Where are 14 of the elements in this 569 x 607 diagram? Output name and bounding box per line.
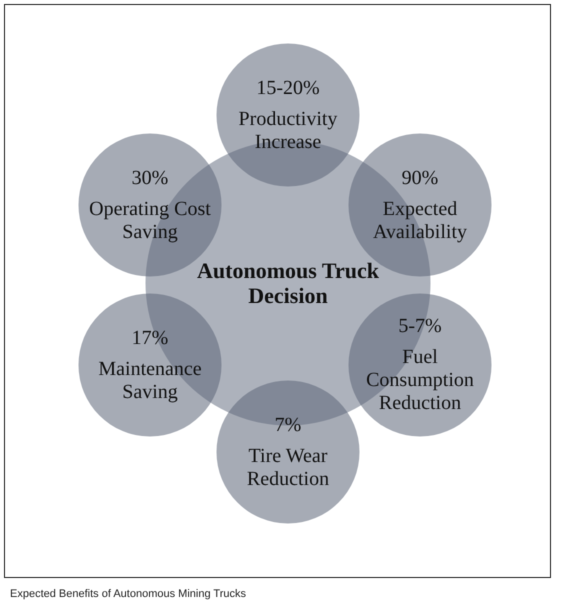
benefit-label: Productivity Increase <box>238 108 338 154</box>
percentage-value: 17% <box>130 326 170 350</box>
percentage-value: 15-20% <box>255 76 321 100</box>
benefit-label: Maintenance Saving <box>97 358 203 404</box>
benefit-label: Expected Availability <box>372 198 468 244</box>
percentage-value: 30% <box>130 166 170 190</box>
percentage-value: 90% <box>400 166 440 190</box>
benefit-label: Operating Cost Saving <box>88 198 212 244</box>
center-title: Autonomous Truck Decision <box>196 258 380 308</box>
benefit-label: Tire Wear Reduction <box>246 444 330 490</box>
percentage-value: 7% <box>274 414 302 436</box>
benefit-label: Fuel Consumption Reduction <box>365 346 475 415</box>
percentage-value: 5-7% <box>397 315 443 338</box>
caption: Expected Benefits of Autonomous Mining Trucks <box>10 588 246 600</box>
